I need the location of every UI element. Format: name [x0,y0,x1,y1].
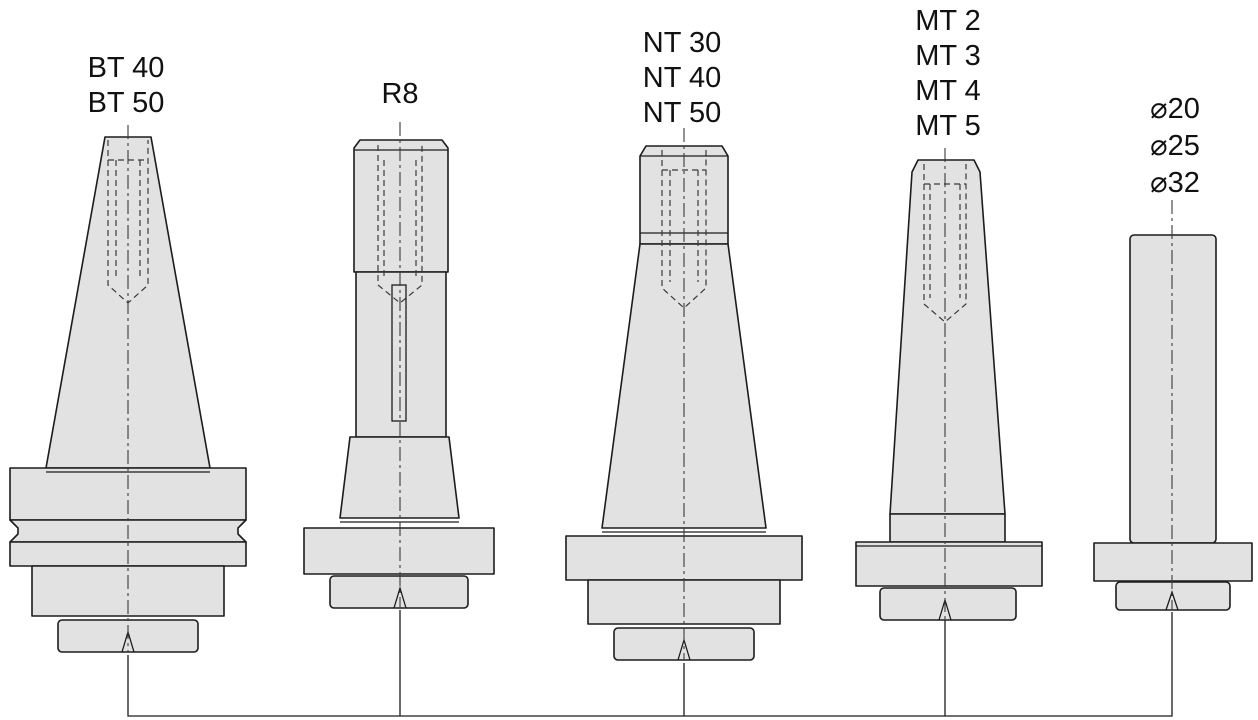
holder-bt-label-2: BT 50 [88,87,165,119]
holder-nt-bore [661,150,707,309]
holder-r8: R8 [303,78,495,609]
holder-mt: MT 2 MT 3 MT 4 MT 5 [855,5,1043,621]
holder-mt-flange [855,541,1043,587]
holder-r8-bore [377,145,423,304]
holder-cyl: ⌀20 ⌀25 ⌀32 [1093,93,1253,611]
holder-mt-nose [879,587,1017,621]
holder-r8-keyway [391,284,407,422]
connector-line [127,610,1173,717]
holder-r8-flange [303,527,495,575]
holder-bt-collar [31,565,225,617]
holder-nt: NT 30 NT 40 NT 50 [565,27,803,661]
holder-mt-neck [889,513,1006,543]
holder-r8-shank [355,271,447,438]
holder-bt-label-1: BT 40 [88,52,165,84]
holder-mt-label-3: MT 4 [915,75,981,107]
holder-nt-label-2: NT 40 [643,62,721,94]
holder-mt-label-4: MT 5 [915,110,981,142]
holder-cyl-shank [1129,234,1217,544]
holder-mt-taper [889,159,1006,515]
holder-nt-label-3: NT 50 [643,97,721,129]
holder-cyl-flange [1093,542,1253,582]
holder-cyl-label-2: ⌀25 [1150,130,1200,162]
holder-mt-label-2: MT 3 [915,40,981,72]
holder-r8-head [353,139,449,273]
holder-bt: BT 40 BT 50 [9,52,247,653]
holder-mt-label-1: MT 2 [915,5,981,37]
holder-cyl-label-3: ⌀32 [1150,167,1200,199]
holder-nt-label-1: NT 30 [643,27,721,59]
holder-cyl-label-1: ⌀20 [1150,93,1200,125]
holder-r8-label: R8 [381,78,418,110]
